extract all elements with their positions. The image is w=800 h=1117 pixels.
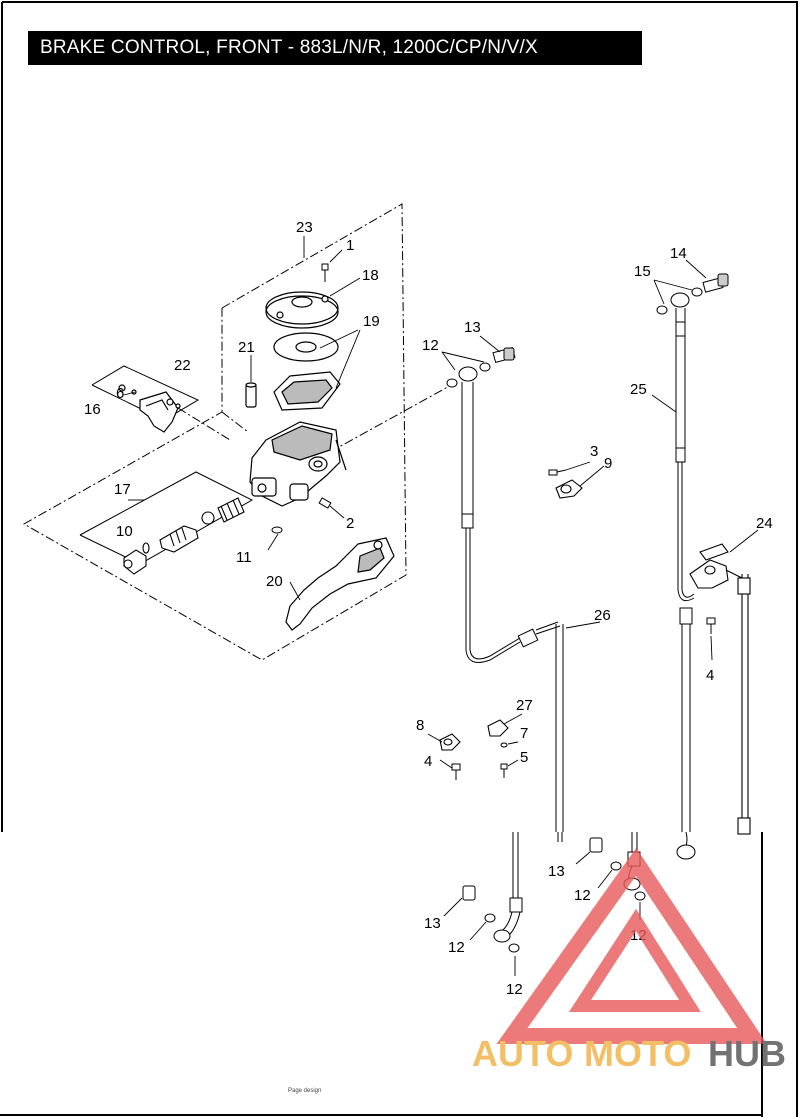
part-19-diaphragm bbox=[273, 371, 341, 411]
callout-14: 14 bbox=[670, 245, 687, 262]
callout-13-lower-left: 13 bbox=[424, 915, 441, 932]
part-12-washers-lower bbox=[484, 861, 646, 953]
part-11-o-ring bbox=[271, 526, 283, 534]
callout-12-lower-right: 12 bbox=[574, 887, 591, 904]
part-12-washers-top bbox=[446, 362, 491, 388]
part-1-screw bbox=[321, 263, 329, 282]
page-title: BRAKE CONTROL, FRONT - 883L/N/R, 1200C/C… bbox=[28, 31, 642, 65]
callout-19: 19 bbox=[363, 313, 380, 330]
watermark-logo: AUTO MOTO HUB bbox=[472, 847, 786, 1074]
callout-2: 2 bbox=[346, 515, 354, 532]
part-15-washers bbox=[656, 287, 703, 315]
callout-21: 21 bbox=[238, 339, 255, 356]
part-4-screw-right bbox=[706, 617, 716, 634]
callout-12-top: 12 bbox=[422, 337, 439, 354]
callout-4-right: 4 bbox=[706, 667, 714, 684]
callout-11: 11 bbox=[236, 549, 252, 566]
part-3-screw bbox=[548, 469, 567, 476]
group-outline-17 bbox=[79, 471, 254, 565]
callout-23: 23 bbox=[296, 219, 313, 236]
callout-17: 17 bbox=[114, 481, 131, 498]
callout-13-top: 13 bbox=[464, 319, 481, 336]
part-4-screw-center bbox=[451, 763, 461, 780]
callout-5: 5 bbox=[520, 749, 528, 766]
part-13-banjo-bolt-top bbox=[492, 346, 516, 364]
callout-20: 20 bbox=[266, 573, 283, 590]
part-8-clip bbox=[439, 733, 461, 751]
part-7-nut bbox=[500, 742, 508, 748]
footer-text: Page design bbox=[288, 1088, 322, 1094]
callout-18: 18 bbox=[362, 267, 379, 284]
callout-8: 8 bbox=[416, 717, 424, 734]
callout-12-bottom: 12 bbox=[506, 981, 523, 998]
part-20-lever bbox=[285, 537, 395, 631]
part-19-cover-plate bbox=[273, 332, 339, 362]
part-26-hose bbox=[458, 366, 564, 832]
part-17-piston-group bbox=[123, 497, 245, 575]
leader-lines bbox=[123, 236, 759, 976]
callout-25: 25 bbox=[630, 381, 647, 398]
callout-3: 3 bbox=[590, 443, 598, 460]
part-14-banjo-bolt bbox=[702, 273, 729, 293]
callout-13-lower-right: 13 bbox=[548, 863, 565, 880]
callout-24: 24 bbox=[756, 515, 773, 532]
part-21-pin bbox=[245, 382, 257, 408]
callout-9: 9 bbox=[604, 455, 612, 472]
group-outline-23 bbox=[22, 203, 407, 661]
part-9-clip bbox=[555, 479, 583, 499]
master-cylinder-body bbox=[249, 421, 347, 507]
part-24-brake-line-bracket bbox=[689, 543, 751, 835]
part-22-clamp bbox=[118, 384, 181, 433]
watermark-text-hub: HUB bbox=[708, 1033, 786, 1074]
callout-26: 26 bbox=[594, 607, 611, 624]
lower-hose-segments-right bbox=[679, 607, 693, 832]
part-2-screw bbox=[318, 497, 332, 509]
callout-15: 15 bbox=[634, 263, 651, 280]
part-13-banjo-bolt-lower bbox=[462, 837, 603, 901]
part-5-screw bbox=[500, 763, 508, 778]
callout-7: 7 bbox=[520, 725, 528, 742]
hose-centerline-leaders bbox=[177, 382, 456, 453]
callout-1: 1 bbox=[346, 237, 354, 254]
callout-27: 27 bbox=[516, 697, 533, 714]
part-27-clip bbox=[487, 719, 509, 737]
callout-22: 22 bbox=[174, 357, 191, 374]
part-18-cover bbox=[265, 291, 339, 329]
callout-4-center: 4 bbox=[424, 753, 432, 770]
part-25-hose bbox=[670, 292, 695, 602]
callout-10: 10 bbox=[116, 523, 133, 540]
lower-hose-left-continuation bbox=[493, 831, 696, 943]
watermark-text-moto: MOTO bbox=[584, 1033, 691, 1074]
callout-16: 16 bbox=[84, 401, 101, 418]
watermark-text-auto: AUTO bbox=[472, 1033, 573, 1074]
callout-6: 6 bbox=[116, 385, 124, 402]
callout-12-lower-left: 12 bbox=[448, 939, 465, 956]
